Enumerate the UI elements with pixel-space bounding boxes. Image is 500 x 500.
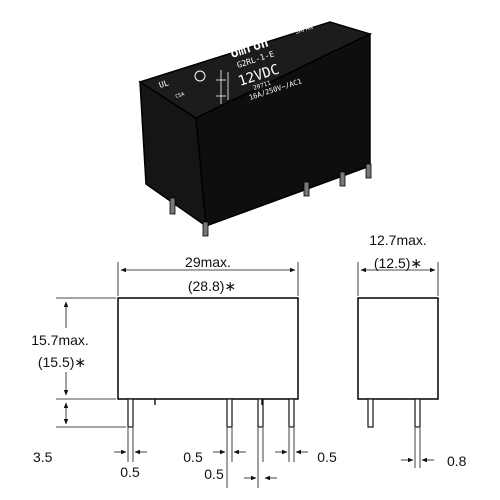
pin-width-b-label: 0.5	[183, 449, 203, 465]
relay-pins	[169, 163, 372, 237]
width-nominal-label: (12.5)∗	[374, 255, 422, 271]
relay-pin	[202, 221, 209, 237]
front-view-body	[117, 297, 299, 400]
relay-pin	[303, 181, 310, 197]
pin-width-d-label: 0.5	[317, 449, 337, 465]
pin-width-c-label: 0.5	[204, 466, 224, 482]
side-pin	[367, 398, 374, 428]
relay-pin	[169, 197, 176, 215]
length-nominal-label: (28.8)∗	[188, 278, 236, 294]
pin-width-dims	[114, 428, 308, 488]
height-nominal-label: (15.5)∗	[38, 354, 86, 370]
width-max-label: 12.7max.	[369, 232, 427, 248]
pin-length-label: 3.5	[33, 449, 53, 465]
front-view-pin-stubs	[154, 399, 263, 405]
front-pin	[127, 398, 134, 428]
relay-cert-csa: CSA	[175, 91, 185, 99]
side-pin	[414, 398, 421, 428]
relay-pin	[339, 171, 346, 187]
height-max-label: 15.7max.	[31, 332, 89, 348]
side-view-pins	[367, 398, 421, 428]
length-max-label: 29max.	[185, 254, 231, 270]
dimension-labels: 29max. (28.8)∗ 15.7max. (15.5)∗ 12.7max.…	[31, 232, 466, 482]
side-view	[357, 262, 439, 468]
relay-cert-ul: UL	[158, 78, 170, 90]
front-view	[56, 262, 308, 488]
csa-logo-icon	[194, 70, 206, 82]
side-view-body	[357, 297, 439, 400]
pin-thickness-dim	[401, 428, 434, 468]
pin-width-a-label: 0.5	[120, 464, 140, 480]
relay-isometric: omron JAPAN G2RL-1-E 12VDC 20711 16A/250…	[138, 21, 373, 237]
pin-thickness-label: 0.8	[447, 453, 467, 469]
relay-schematic-icon	[216, 70, 229, 104]
front-view-pins	[127, 398, 295, 428]
front-pin	[288, 398, 295, 428]
front-pin	[226, 398, 233, 428]
front-pin	[257, 398, 264, 428]
relay-pin	[365, 163, 372, 179]
